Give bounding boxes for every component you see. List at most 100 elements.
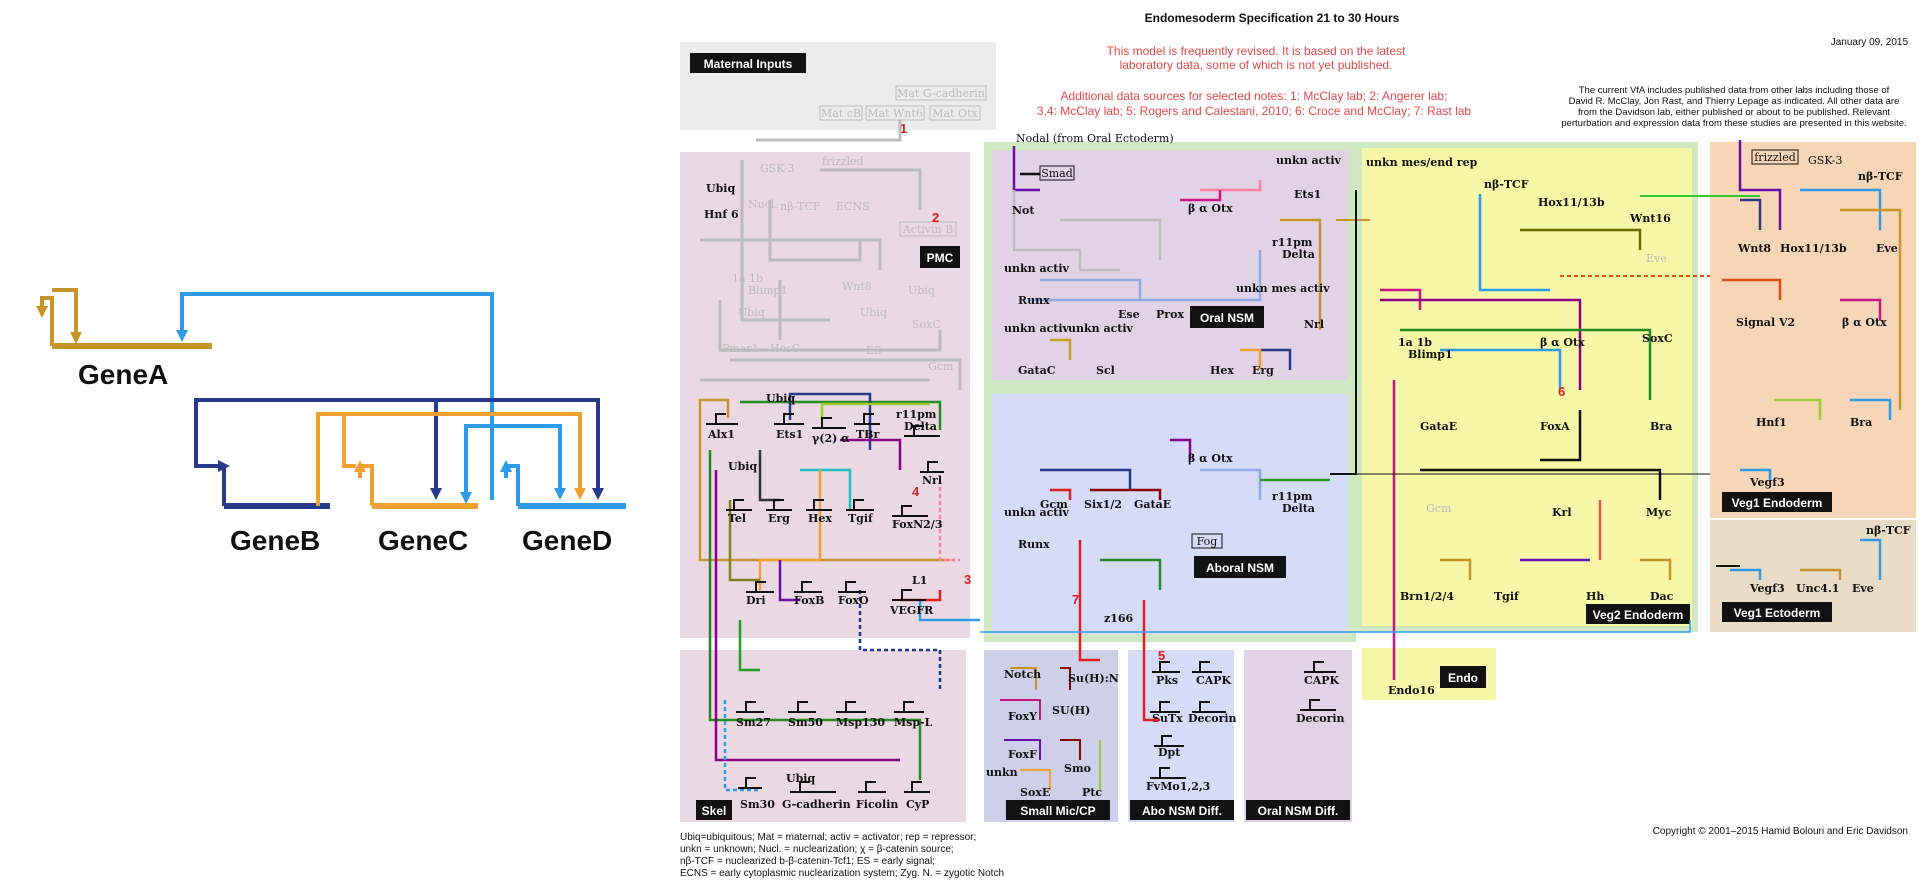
mic-smo: Smo (1064, 762, 1091, 775)
cross-region-wiring (980, 190, 1760, 633)
oral-gatac: GataC (1018, 364, 1056, 377)
oral-diff-capk: CAPK (1304, 674, 1340, 687)
mic-soxe: SoxE (1020, 786, 1050, 799)
pmc-dri: Dri (746, 594, 766, 607)
abo-capk: CAPK (1196, 674, 1232, 687)
oral-unkn-activ-3: unkn activ (1004, 322, 1070, 335)
oral-nrl: Nrl (1304, 318, 1324, 331)
pmc-colored-wiring (698, 392, 980, 792)
aboral-nsm-label: Aboral NSM (1206, 561, 1274, 575)
pmc-foxo: FoxO (838, 594, 869, 607)
oral-nsm-region: Nodal (from Oral Ectoderm) Smad Not β α … (1004, 132, 1342, 377)
veg1-ectoderm-label: Veg1 Ectoderm (1734, 606, 1821, 620)
skel-mspl: Msp-L (894, 716, 933, 729)
veg2-tgif: Tgif (1494, 590, 1520, 603)
veg1-ecto-nbtcf: nβ-TCF (1866, 524, 1911, 537)
veg1-unc41: Unc4.1 (1796, 582, 1839, 595)
skel-sm50: Sm50 (788, 716, 823, 729)
pmc-r11pm: r11pm (896, 408, 937, 421)
unkn-mes-end: unkn mes/end rep (1366, 156, 1478, 169)
pmc-foxn: FoxN2/3 (892, 518, 942, 531)
oral-not: Not (1012, 204, 1035, 217)
note-7: 7 (1072, 592, 1079, 607)
mic-ptc: Ptc (1082, 786, 1102, 799)
smad-box: Smad (1041, 167, 1073, 180)
abo-pks: Pks (1156, 674, 1178, 687)
gray-es: ES (866, 344, 882, 357)
date-label: January 09, 2015 (1831, 37, 1909, 48)
gray-wnt8: Wnt8 (842, 280, 872, 293)
veg2-hox: Hox11/13b (1538, 196, 1605, 209)
oral-diff-region: CAPK Decorin Oral NSM Diff. (1246, 661, 1350, 820)
skel-sm30: Sm30 (740, 798, 775, 811)
example-network: GeneA GeneB GeneC GeneD (36, 288, 626, 556)
endo-label: Endo (1448, 671, 1478, 685)
maternal-inputs-label: Maternal Inputs (704, 57, 793, 71)
veg1-bra: Bra (1850, 416, 1872, 429)
diagram-title: Endomesoderm Specification 21 to 30 Hour… (1145, 11, 1400, 25)
legend: Ubiq=ubiquitous; Mat = maternal; activ =… (680, 832, 1004, 879)
veg2-wnt16: Wnt16 (1629, 212, 1671, 225)
abo-fvmo: FvMo1,2,3 (1146, 780, 1210, 793)
pmc-y2a: γ(2) α (812, 432, 850, 445)
abo-gatae: GataE (1134, 498, 1171, 511)
pmc-tbr: TBr (856, 428, 879, 441)
skel-region: Sm27 Sm50 Msp130 Msp-L Ubiq Sm30 G-cadhe… (696, 701, 933, 820)
veg1-hox: Hox11/13b (1780, 242, 1847, 255)
oral-prox: Prox (1156, 308, 1184, 321)
veg1-region: frizzled GSK-3 nβ-TCF Wnt8 Hox11/13b Eve… (1722, 140, 1911, 622)
gene-d-label: GeneD (522, 525, 612, 556)
abo-delta: Delta (1282, 502, 1315, 515)
veg2-bra: Bra (1650, 420, 1672, 433)
pmc-gray-wiring (700, 120, 962, 390)
pmc-label: PMC (927, 251, 954, 265)
pmc-hex: Hex (808, 512, 832, 525)
legend-line-3: nβ-TCF = nuclearized b-β-catenin-Tcf1; E… (680, 856, 935, 867)
pmc-nrl: Nrl (922, 474, 942, 487)
abo-otx: β α Otx (1188, 452, 1233, 465)
pmc-tel: Tel (728, 512, 746, 525)
pmc-ubiq2: Ubiq (766, 392, 795, 405)
pmc-gray-labels: GSK-3 frizzled Nucl. nβ-TCF ECNS 1a 1b B… (722, 155, 957, 373)
pmc-ubiq: Ubiq (706, 182, 735, 195)
gray-nucl: Nucl. (748, 198, 778, 211)
note-5: 5 (1158, 648, 1165, 663)
header: Endomesoderm Specification 21 to 30 Hour… (1037, 11, 1909, 129)
oral-nsm-label: Oral NSM (1200, 311, 1254, 325)
oral-hex: Hex (1210, 364, 1234, 377)
oral-unkn-activ-2: unkn activ (1004, 262, 1070, 275)
veg1-ecto-vegf3: Vegf3 (1749, 582, 1785, 595)
legend-line-2: unkn = unknown; Nucl. = nuclearization; … (680, 844, 954, 855)
veg1-nbtcf: nβ-TCF (1858, 170, 1903, 183)
pmc-foxb: FoxB (794, 594, 824, 607)
gray-ubiq1: Ubiq (738, 306, 765, 319)
mat-otx: Mat Otx (932, 107, 978, 120)
gray-frizzled: frizzled (822, 155, 864, 168)
mat-gcadherin: Mat G-cadherin (897, 87, 985, 100)
veg2-blimp1: Blimp1 (1408, 348, 1453, 361)
oral-runx: Runx (1018, 294, 1050, 307)
gray-nbtcf: nβ-TCF (780, 200, 821, 213)
oral-diff-decorin: Decorin (1296, 712, 1345, 725)
mat-wnt6: Mat Wnt6 (867, 107, 923, 120)
skel-ficolin: Ficolin (856, 798, 898, 811)
aboral-nsm-region: Gcm Six1/2 GataE β α Otx r11pm Delta unk… (1004, 438, 1330, 722)
abo-six12: Six1/2 (1084, 498, 1122, 511)
veg1-vegf3: Vegf3 (1749, 476, 1785, 489)
mic-foxy: FoxY (1008, 710, 1037, 723)
abo-diff-label: Abo NSM Diff. (1142, 804, 1222, 818)
veg2-nbtcf: nβ-TCF (1484, 178, 1529, 191)
abo-decorin: Decorin (1188, 712, 1237, 725)
abo-runx: Runx (1018, 538, 1050, 551)
pmc-alx1: Alx1 (707, 428, 735, 441)
region-backgrounds (680, 42, 1916, 822)
pmc-tgif: Tgif (848, 512, 874, 525)
veg1-signal-v2: Signal V2 (1736, 316, 1795, 329)
skel-msp130: Msp130 (836, 716, 885, 729)
veg2-gatae: GataE (1420, 420, 1457, 433)
veg2-region: unkn mes/end rep nβ-TCF Hox11/13b Wnt16 … (1366, 156, 1690, 697)
notice-line-2: laboratory data, some of which is not ye… (1120, 58, 1393, 72)
mic-notch: Notch (1004, 668, 1041, 681)
vfa-line-2: David R. McClay, Jon Rast, and Thierry L… (1569, 96, 1900, 107)
gray-pmar1: Pmar1 (722, 342, 759, 355)
